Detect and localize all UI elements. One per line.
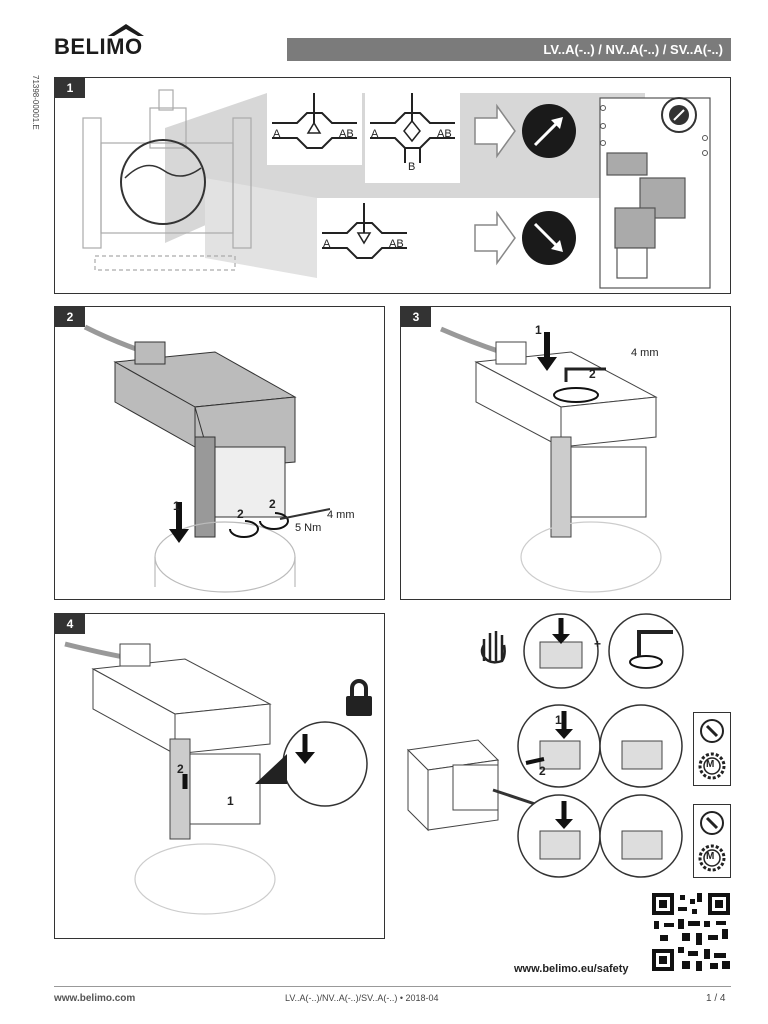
rotate-key-detail [608, 613, 684, 689]
mode-icon-box-lower: M [693, 804, 731, 878]
manual-mode-icon [700, 719, 724, 743]
qr-code[interactable] [652, 893, 730, 971]
port-b-label: B [408, 161, 416, 173]
step-1-label: 1 [555, 713, 562, 727]
panel-3: 3 1 2 4 mm [400, 306, 731, 600]
motor-gear-icon [698, 844, 726, 872]
document-title-bar: LV..A(-..) / NV..A(-..) / SV..A(-..) [287, 38, 731, 61]
footer-doc-ref: LV..A(-..)/NV..A(-..)/SV..A(-..) • 2018-… [285, 993, 439, 1003]
panel-4: 4 2 1 [54, 613, 385, 939]
arrow-up-right-icon [522, 104, 576, 158]
step-1-label: 1 [227, 794, 234, 808]
closing-valve-diagram: A AB [317, 198, 412, 278]
motor-label: M [706, 759, 715, 770]
step-2-label: 2 [269, 497, 276, 511]
panel-number: 4 [55, 614, 85, 634]
lock-engage-detail [517, 704, 601, 788]
arrow-down-right-icon [522, 211, 576, 265]
step-2-label: 2 [177, 762, 184, 776]
step-1-label: 1 [535, 323, 542, 337]
port-a-label: A [323, 238, 331, 250]
port-a-label: A [273, 128, 281, 140]
three-way-valve-diagram: A AB B [365, 93, 460, 183]
key-size-label: 4 mm [327, 509, 355, 521]
footer-website[interactable]: www.belimo.com [54, 993, 136, 1004]
document-title: LV..A(-..) / NV..A(-..) / SV..A(-..) [543, 42, 723, 57]
torque-label: 5 Nm [295, 522, 322, 534]
panel-2: 2 1 2 2 5 Nm 4 mm [54, 306, 385, 600]
actuator-mounting-illustration [83, 324, 331, 593]
step-1-label: 1 [173, 499, 180, 513]
step-2-label: 2 [539, 764, 546, 778]
plus-sign: + [594, 637, 602, 651]
mode-icon-box-upper: M [693, 712, 731, 786]
safety-link[interactable]: www.belimo.eu/safety [514, 963, 629, 975]
panel-number: 3 [401, 307, 431, 327]
port-ab-label: AB [339, 128, 354, 140]
motor-gear-icon [698, 752, 726, 780]
panel-1: 1 [54, 77, 731, 294]
brand-logo: BELIMO [54, 34, 143, 59]
port-a-label: A [371, 128, 379, 140]
two-way-valve-diagram: A AB [267, 93, 362, 165]
press-button-detail [523, 613, 599, 689]
belimo-logo-mark [108, 24, 144, 36]
unlock-state-detail [599, 794, 683, 878]
panel-number: 2 [55, 307, 85, 327]
panel-number: 1 [55, 78, 85, 98]
actuator-lock-illustration [64, 641, 372, 915]
arrow-right-icon [474, 210, 516, 266]
footer-divider [54, 986, 731, 987]
actuator-side-illustration [406, 739, 539, 832]
motor-label: M [706, 851, 715, 862]
hand-icon [480, 631, 506, 664]
key-size-label: 4 mm [631, 347, 659, 359]
actuator-fixing-illustration [440, 326, 662, 593]
footer-page-number: 1 / 4 [706, 993, 726, 1004]
step-2-label: 2 [589, 367, 596, 381]
unlock-detail [517, 794, 601, 878]
document-id: 71398-00001.E [31, 75, 40, 130]
port-ab-label: AB [389, 238, 404, 250]
manual-mode-icon [700, 811, 724, 835]
arrow-right-icon [474, 103, 516, 159]
step-2-label: 2 [237, 507, 244, 521]
lock-state-detail [599, 704, 683, 788]
port-ab-label: AB [437, 128, 452, 140]
